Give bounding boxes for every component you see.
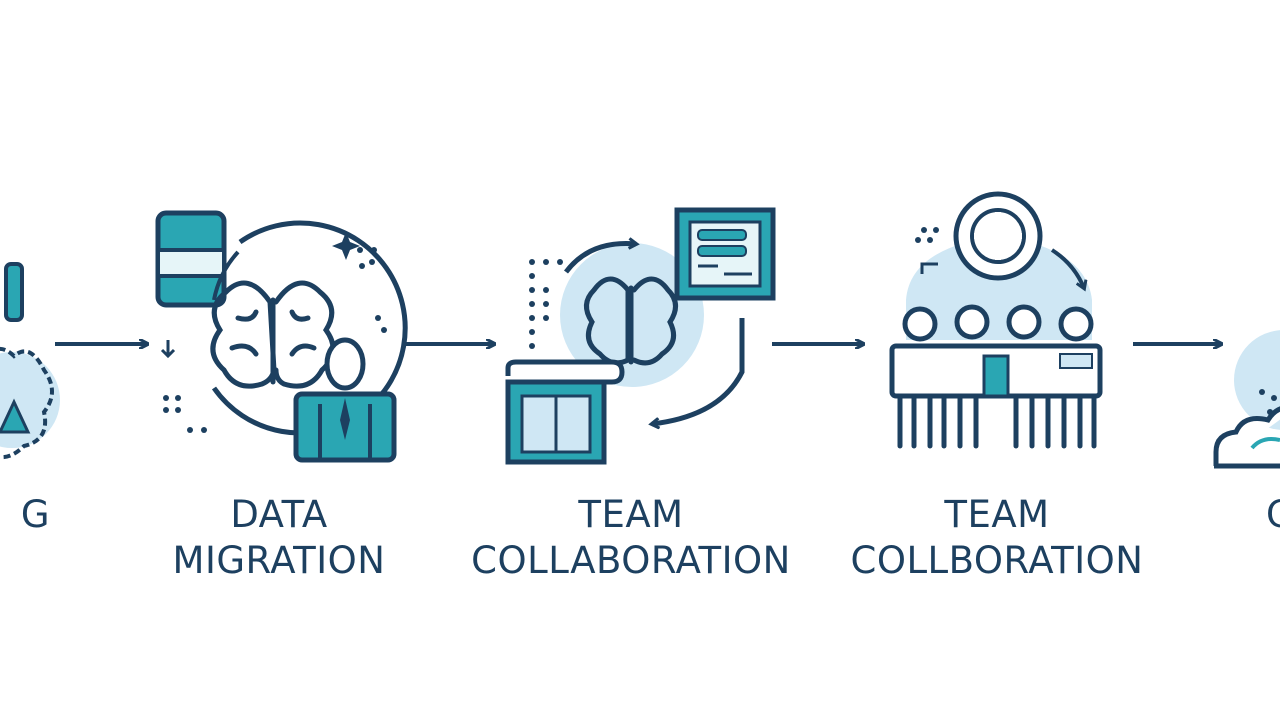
step-5-label: C <box>1266 492 1280 538</box>
team-group-cycle-icon <box>889 191 1103 449</box>
step-5-line2: C <box>1266 493 1280 536</box>
step-4-label: TEAM COLLBORATION <box>826 492 1168 584</box>
step-2-line1: DATA <box>230 493 328 536</box>
step-1-line2: G <box>20 493 50 536</box>
step-1-label: G <box>0 492 50 538</box>
step-3-line2: COLLABORATION <box>471 539 791 582</box>
brain-database-person-icon <box>155 210 408 463</box>
step-2-label: DATA MIGRATION <box>140 492 418 584</box>
step-2-line2: MIGRATION <box>172 539 386 582</box>
partial-step-icon <box>0 262 60 459</box>
step-3-label: TEAM COLLABORATION <box>450 492 812 584</box>
step-4-line2: COLLBORATION <box>850 539 1144 582</box>
step-4-line1: TEAM <box>944 493 1050 536</box>
brain-cycle-document-icon <box>505 207 776 465</box>
cloud-icon <box>1213 330 1280 469</box>
step-3-line1: TEAM <box>578 493 684 536</box>
